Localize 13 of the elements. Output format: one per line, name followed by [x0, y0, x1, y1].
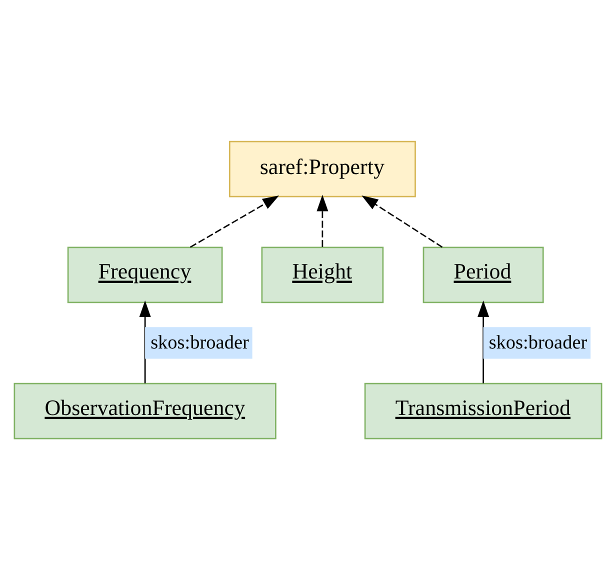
arrow [362, 195, 443, 248]
arrow [139, 300, 151, 384]
arrow [190, 196, 280, 248]
node-box: ObservationFrequency [14, 382, 276, 440]
arrow [478, 300, 490, 384]
edge-label: skos:broader [150, 332, 249, 354]
node-box: TransmissionPeriod [364, 382, 602, 440]
node-box: Frequency [67, 246, 223, 304]
node-box: saref:Property [228, 140, 416, 198]
node-box: Height [261, 246, 384, 304]
arrow [316, 194, 328, 247]
node-box: Period [422, 246, 544, 304]
edge-label: skos:broader [488, 332, 588, 354]
